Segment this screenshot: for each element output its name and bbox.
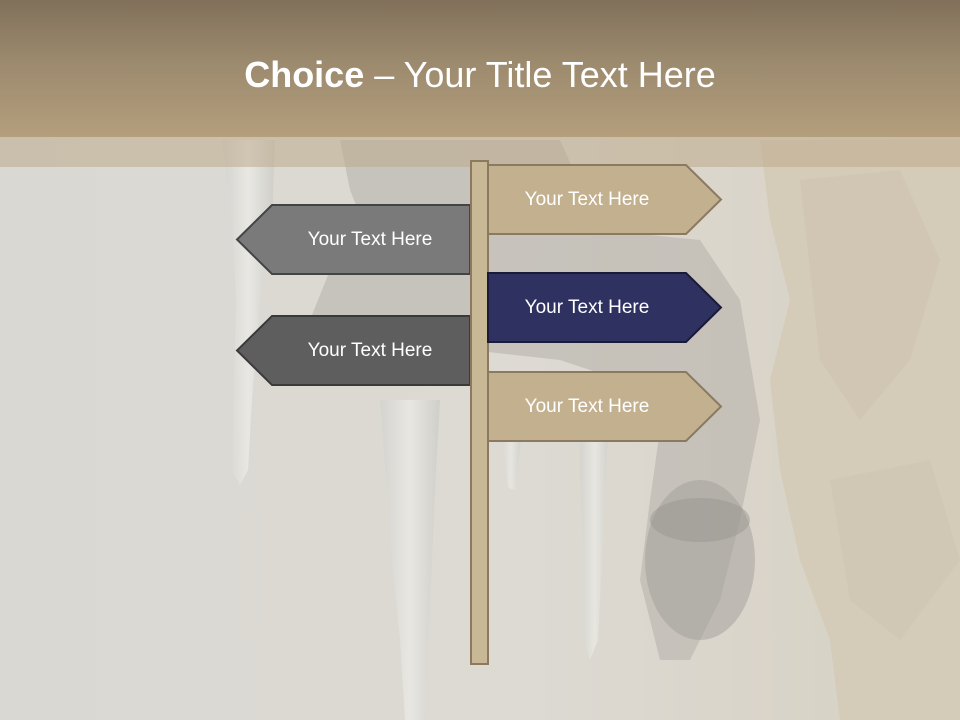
sign-right-2 bbox=[487, 272, 723, 343]
title-band bbox=[0, 0, 960, 137]
title-separator: – bbox=[364, 54, 404, 95]
sign-right-3 bbox=[487, 371, 723, 442]
sign-right-1-label: Your Text Here bbox=[524, 189, 650, 210]
signpost-pole bbox=[470, 160, 489, 665]
sign-right-1 bbox=[487, 164, 723, 235]
sign-right-2-label: Your Text Here bbox=[524, 297, 650, 318]
slide-title: Choice – Your Title Text Here bbox=[0, 52, 960, 98]
title-rest: Your Title Text Here bbox=[403, 54, 716, 95]
sign-right-3-label: Your Text Here bbox=[524, 396, 650, 417]
sign-left-1-label: Your Text Here bbox=[307, 229, 433, 250]
icicle bbox=[380, 400, 440, 720]
title-emphasis: Choice bbox=[244, 54, 365, 95]
icicle bbox=[580, 400, 610, 660]
sign-left-2-label: Your Text Here bbox=[307, 340, 433, 361]
